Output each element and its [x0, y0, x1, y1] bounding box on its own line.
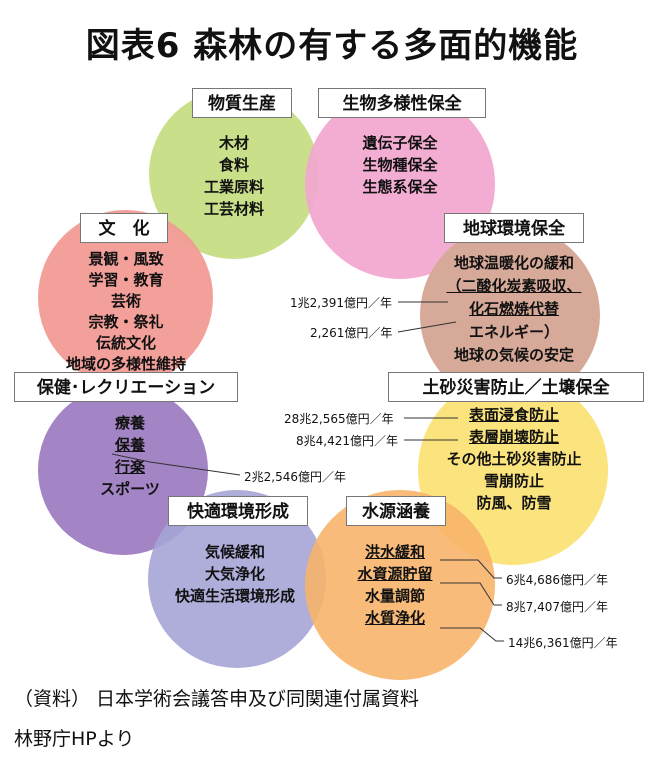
item: 芸術	[110, 292, 141, 310]
item: 水量調節	[364, 587, 425, 605]
item: 地域の多様性維持	[65, 355, 186, 373]
label-chikyu: 地球環境保全	[444, 213, 584, 243]
label-hoken: 保健･レクリエーション	[14, 372, 238, 402]
value-water-storage: 8兆7,407億円／年	[506, 600, 608, 614]
item: 保養	[114, 436, 145, 454]
label-kaiteki: 快適環境形成	[168, 496, 308, 526]
item: 療養	[114, 414, 145, 432]
item: 表面浸食防止	[468, 406, 559, 424]
item: 気候緩和	[204, 543, 265, 561]
label-bussitsu: 物質生産	[192, 88, 292, 118]
label-dosha: 土砂災害防止／土壌保全	[388, 372, 644, 402]
item: 行楽	[114, 458, 145, 476]
label-bunka: 文 化	[80, 213, 168, 243]
item: 食料	[218, 156, 249, 174]
leader-line-flood	[440, 559, 502, 579]
item: 大気浄化	[204, 565, 265, 583]
leader-line-recreation	[111, 453, 241, 476]
leader-line-fossil	[397, 321, 457, 333]
items-chikyu: 地球温暖化の緩和 （二酸化炭素吸収、 化石燃焼代替 エネルギー） 地球の気候の安…	[426, 252, 602, 367]
item: スポーツ	[100, 480, 160, 498]
label-seibutsu: 生物多様性保全	[318, 88, 486, 118]
value-slope-failure: 8兆4,421億円／年	[296, 434, 398, 448]
item: （二酸化炭素吸収、	[446, 277, 582, 295]
item: 地球の気候の安定	[453, 346, 574, 364]
item: 生物種保全	[362, 156, 438, 174]
item: 生態系保全	[362, 178, 438, 196]
value-fossil: 2,261億円／年	[310, 326, 393, 340]
item: その他土砂災害防止	[446, 450, 582, 468]
leader-line-water-purify	[440, 627, 504, 642]
items-dosha: 表面浸食防止 表層崩壊防止 その他土砂災害防止 雪崩防止 防風、防雪	[428, 404, 600, 514]
value-recreation: 2兆2,546億円／年	[244, 470, 346, 484]
item: 地球温暖化の緩和	[453, 254, 574, 272]
item: 工業原料	[203, 178, 264, 196]
item: 遺伝子保全	[362, 134, 438, 152]
item: 洪水緩和	[364, 543, 425, 561]
items-kaiteki: 気候緩和 大気浄化 快適生活環境形成	[160, 541, 310, 607]
items-hoken: 療養 保養 行楽 スポーツ	[80, 412, 180, 500]
items-bussitsu: 木材 食料 工業原料 工芸材料	[184, 132, 284, 220]
value-water-purify: 14兆6,361億円／年	[508, 636, 618, 650]
items-suigen: 洪水緩和 水資源貯留 水量調節 水質浄化	[340, 541, 450, 629]
source-line-1: （資料） 日本学術会議答申及び同関連付属資料	[14, 688, 420, 710]
item: 表層崩壊防止	[468, 428, 559, 446]
item: 水資源貯留	[357, 565, 433, 583]
item: 防風、防雪	[476, 494, 552, 512]
item: 工芸材料	[203, 200, 264, 218]
item: 水質浄化	[364, 609, 425, 627]
item: 快適生活環境形成	[174, 587, 295, 605]
item: 伝統文化	[95, 334, 156, 352]
value-co2: 1兆2,391億円／年	[290, 296, 392, 310]
page-title: 図表6 森林の有する多面的機能	[85, 26, 579, 66]
source-line-2: 林野庁HPより	[14, 728, 135, 750]
label-suigen: 水源涵養	[346, 496, 446, 526]
item: 景観・風致	[88, 250, 164, 268]
item: 宗教・祭礼	[88, 313, 164, 331]
leader-line-water-storage	[440, 582, 502, 606]
item: 化石燃焼代替	[468, 300, 559, 318]
item: 学習・教育	[88, 271, 164, 289]
item: 木材	[218, 134, 249, 152]
items-bunka: 景観・風致 学習・教育 芸術 宗教・祭礼 伝統文化 地域の多様性維持	[46, 249, 206, 375]
item: 雪崩防止	[483, 472, 544, 490]
value-flood: 6兆4,686億円／年	[506, 573, 608, 587]
item: エネルギー）	[468, 323, 559, 341]
value-surface-erosion: 28兆2,565億円／年	[284, 412, 394, 426]
items-seibutsu: 遺伝子保全 生物種保全 生態系保全	[340, 132, 460, 198]
